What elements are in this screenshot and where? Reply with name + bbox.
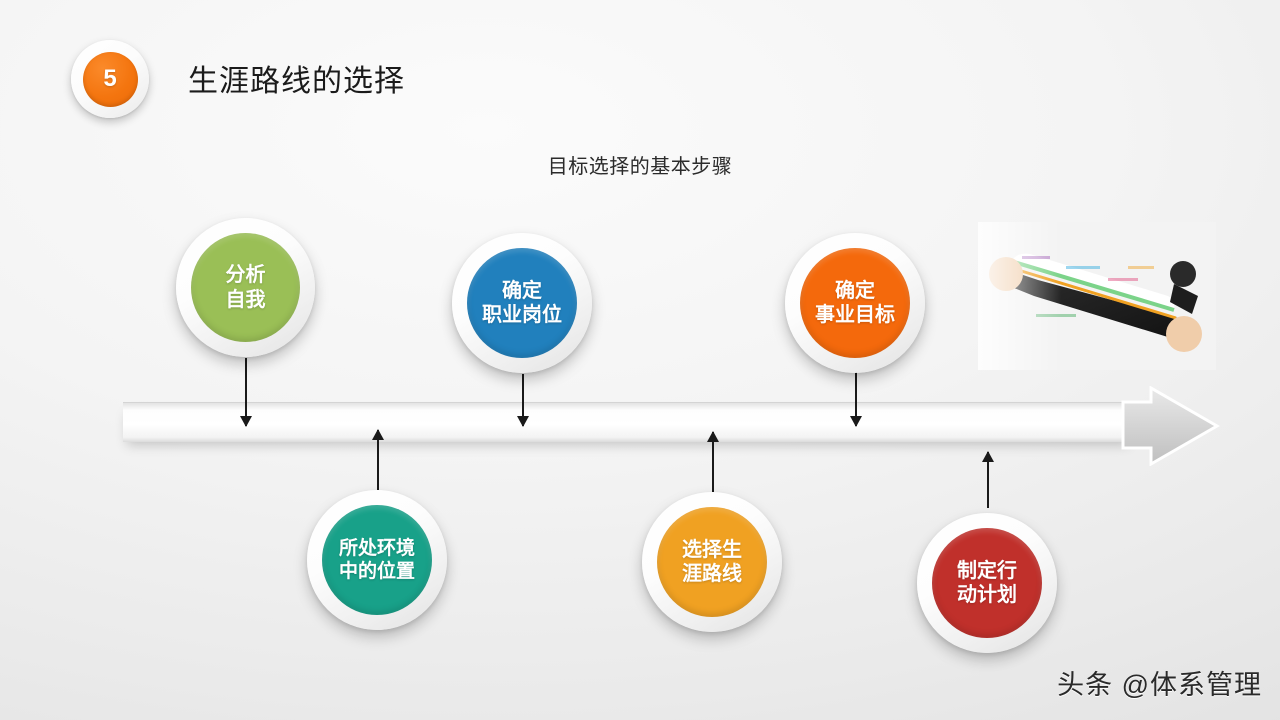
node-determine-job[interactable]: 确定 职业岗位 <box>452 233 592 373</box>
node-position-in-environment[interactable]: 所处环境 中的位置 <box>307 490 447 630</box>
node-label-line2: 职业岗位 <box>482 304 562 326</box>
node-label-line2: 自我 <box>225 288 266 311</box>
page-title: 生涯路线的选择 <box>188 65 405 98</box>
node-determine-job-body: 确定 职业岗位 <box>467 248 577 358</box>
node-choose-career-path[interactable]: 选择生 涯路线 <box>642 492 782 632</box>
node-label-line1: 所处环境 <box>338 537 415 559</box>
node-label-line2: 中的位置 <box>338 561 415 582</box>
step-number-label: 5 <box>82 51 138 107</box>
process-arrow-bar <box>123 385 1221 476</box>
node-label-line1: 确定 <box>835 279 875 302</box>
businessman-slingshot-photo <box>978 222 1216 370</box>
node-choose-career-path-body: 选择生 涯路线 <box>657 507 767 617</box>
node-determine-career-goal-body: 确定 事业目标 <box>800 248 910 358</box>
section-subtitle: 目标选择的基本步骤 <box>547 156 733 178</box>
node-label-line1: 制定行 <box>957 559 1017 582</box>
node-determine-career-goal[interactable]: 确定 事业目标 <box>785 233 925 373</box>
node-make-action-plan-body: 制定行 动计划 <box>932 528 1042 638</box>
node-analyze-self-body: 分析 自我 <box>191 233 300 342</box>
node-label-line1: 选择生 <box>682 538 742 561</box>
watermark-text: 头条 @体系管理 <box>1057 670 1262 700</box>
node-label-line2: 动计划 <box>957 584 1017 606</box>
step-number-badge: 5 <box>71 40 149 118</box>
arrow-bar-body <box>123 402 1133 442</box>
node-label-line1: 分析 <box>225 264 266 287</box>
node-position-in-environment-body: 所处环境 中的位置 <box>322 505 432 615</box>
node-label-line2: 事业目标 <box>815 304 895 326</box>
node-label-line1: 确定 <box>502 279 542 302</box>
node-analyze-self[interactable]: 分析 自我 <box>176 218 315 357</box>
node-label-line2: 涯路线 <box>682 563 742 585</box>
arrow-head-icon <box>1121 385 1221 467</box>
node-make-action-plan[interactable]: 制定行 动计划 <box>917 513 1057 653</box>
